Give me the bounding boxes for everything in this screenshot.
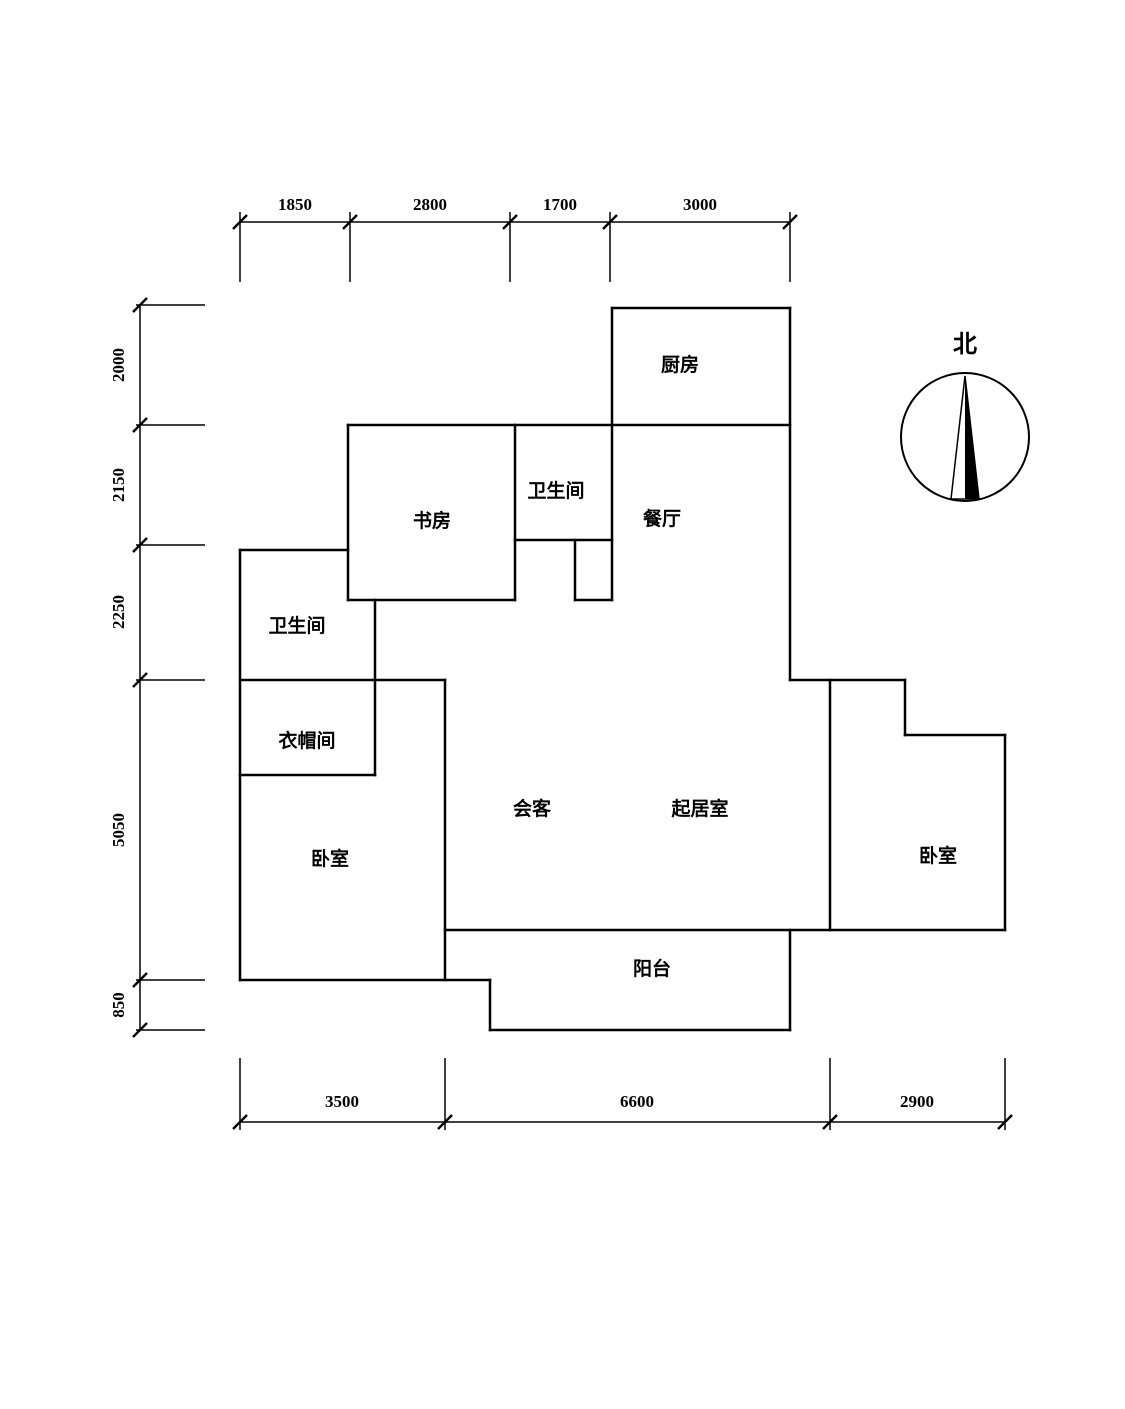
tick-mark: [602, 214, 618, 230]
room-label-bedroom-left: 卧室: [311, 847, 349, 870]
tick-mark: [232, 1114, 248, 1130]
dim-label-left-5: 850: [109, 992, 128, 1018]
dim-label-top-2: 2800: [413, 195, 447, 214]
dimension-labels: 1850 2800 1700 3000 2000 2150 2250 5050 …: [109, 195, 934, 1111]
tick-mark: [502, 214, 518, 230]
walls: [238, 306, 1007, 1032]
dim-label-bottom-1: 3500: [325, 1092, 359, 1111]
compass-needle-fill: [965, 376, 979, 499]
north-compass: 北: [900, 331, 1030, 502]
tick-mark: [132, 417, 148, 433]
dimension-lines: [136, 212, 1006, 1130]
tick-mark: [342, 214, 358, 230]
tick-mark: [437, 1114, 453, 1130]
room-label-bathroom-top: 卫生间: [527, 479, 584, 502]
dim-label-bottom-2: 6600: [620, 1092, 654, 1111]
compass-circle: [900, 372, 1030, 502]
tick-mark: [132, 537, 148, 553]
room-label-bathroom-left: 卫生间: [268, 614, 325, 637]
room-label-balcony: 阳台: [633, 957, 671, 980]
dim-label-top-3: 1700: [543, 195, 577, 214]
room-label-reception: 会客: [513, 797, 552, 820]
tick-mark: [232, 214, 248, 230]
room-label-living-room: 起居室: [670, 797, 728, 820]
tick-mark: [132, 972, 148, 988]
room-label-cloakroom: 衣帽间: [278, 729, 335, 752]
dim-label-top-4: 3000: [683, 195, 717, 214]
dim-label-left-2: 2150: [109, 468, 128, 502]
dim-label-left-3: 2250: [109, 595, 128, 629]
north-label: 北: [953, 331, 977, 358]
room-label-dining: 餐厅: [643, 507, 681, 530]
room-labels: 厨房 卫生间 书房 餐厅 卫生间 衣帽间 卧室 会客 起居室 卧室 阳台: [268, 353, 957, 980]
tick-mark: [822, 1114, 838, 1130]
room-label-kitchen: 厨房: [661, 353, 699, 376]
tick-mark: [997, 1114, 1013, 1130]
dim-label-bottom-3: 2900: [900, 1092, 934, 1111]
dim-label-top-1: 1850: [278, 195, 312, 214]
dim-label-left-1: 2000: [109, 348, 128, 382]
dimension-ticks: [132, 214, 1013, 1130]
dim-label-left-4: 5050: [109, 813, 128, 847]
tick-mark: [132, 1022, 148, 1038]
tick-mark: [782, 214, 798, 230]
tick-mark: [132, 672, 148, 688]
room-label-study: 书房: [413, 509, 451, 532]
tick-mark: [132, 297, 148, 313]
room-label-bedroom-right: 卧室: [919, 844, 957, 867]
